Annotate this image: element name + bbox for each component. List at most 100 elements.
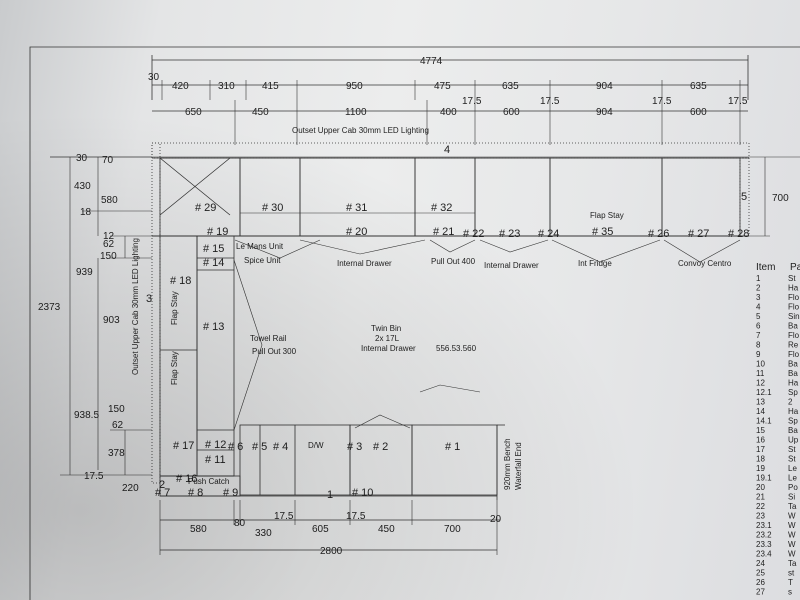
note-convoy: Convoy Centro xyxy=(678,259,732,268)
left-tall-outset xyxy=(151,142,161,484)
unit-27: # 27 xyxy=(688,228,709,240)
unit-14: # 14 xyxy=(203,257,224,269)
overall-height-label: 2373 xyxy=(38,302,61,313)
unit-19: # 19 xyxy=(207,226,228,238)
legend-item-part: Ha xyxy=(788,407,799,416)
note-push-catch: Push Catch xyxy=(188,477,229,486)
sheet-border xyxy=(29,46,800,600)
bottom-dim-700: 700 xyxy=(444,524,461,535)
unit-4: # 4 xyxy=(273,441,288,453)
note-le-mans: Le Mans Unit xyxy=(236,242,284,251)
unit-6: # 6 xyxy=(228,441,243,453)
legend-item-number: 23.2 xyxy=(756,531,772,540)
legend-item-part: 2 xyxy=(788,398,793,407)
left-dim-938-5: 938.5 xyxy=(74,410,99,421)
unit-26: # 26 xyxy=(648,228,669,240)
unit-18: # 18 xyxy=(170,275,191,287)
cabinet-29 xyxy=(159,157,241,237)
legend-item-part: st xyxy=(788,569,795,578)
left-dim-18: 18 xyxy=(80,207,92,218)
legend-item-part: St xyxy=(788,445,796,454)
left-dim-70: 70 xyxy=(102,155,114,166)
top-dim-635b: 635 xyxy=(690,81,707,92)
legend-item-number: 17 xyxy=(756,445,765,454)
note-twin-bin-1: Twin Bin xyxy=(371,324,401,333)
legend-item-number: 19 xyxy=(756,464,765,473)
legend-item-part: Sin xyxy=(788,312,800,321)
bottom-dim-580: 580 xyxy=(190,524,207,535)
left-dim-903: 903 xyxy=(103,315,120,326)
left-dim-378: 378 xyxy=(108,448,125,459)
legend-item-part: Le xyxy=(788,474,797,483)
unit-9: # 9 xyxy=(223,487,238,499)
note-dw: D/W xyxy=(308,441,324,450)
legend-item-number: 2 xyxy=(756,284,761,293)
legend-item-number: 15 xyxy=(756,426,765,435)
legend-item-number: 23 xyxy=(756,512,765,521)
top-dim-475: 475 xyxy=(434,81,451,92)
note-twin-bin-2: 2x 17L xyxy=(375,334,400,343)
legend-item-number: 12 xyxy=(756,379,765,388)
unit-30: # 30 xyxy=(262,202,283,214)
top-gap-175a: 17.5 xyxy=(462,96,482,107)
legend-item-part: Po xyxy=(788,483,798,492)
unit-3: # 3 xyxy=(347,441,362,453)
left-dim-430: 430 xyxy=(74,181,91,192)
note-pull-out-300: Pull Out 300 xyxy=(252,347,297,356)
legend-header-part: Pa xyxy=(790,262,800,273)
legend-item-number: 23.1 xyxy=(756,521,772,530)
legend-item-part: s xyxy=(788,588,792,597)
legend-item-number: 25 xyxy=(756,569,765,578)
bottom-dim-220: 220 xyxy=(122,483,139,494)
overall-width-label: 4774 xyxy=(420,56,443,67)
legend-item-number: 23.4 xyxy=(756,550,772,559)
legend-item-part: W xyxy=(788,550,796,559)
left-dim-62b: 62 xyxy=(112,420,124,431)
note-internal-drawer-2: Internal Drawer xyxy=(484,261,539,270)
legend-item-number: 6 xyxy=(756,322,761,331)
legend-item-part: Ta xyxy=(788,502,797,511)
unit-13: # 13 xyxy=(203,321,224,333)
legend-item-part: Ba xyxy=(788,369,798,378)
legend-item-number: 19.1 xyxy=(756,474,772,483)
top-dim-415: 415 xyxy=(262,81,279,92)
unit-10: # 10 xyxy=(352,487,373,499)
note-flap-stay-2: Flap Stay xyxy=(170,351,179,385)
unit-17: # 17 xyxy=(173,440,194,452)
right-dim-700: 700 xyxy=(772,193,789,204)
legend-item-part: W xyxy=(788,540,796,549)
unit-21: # 21 xyxy=(433,226,454,238)
unit-7: # 7 xyxy=(155,487,170,499)
top-dim-1100: 1100 xyxy=(345,107,367,118)
note-towel-rail: Towel Rail xyxy=(250,334,287,343)
top-dim-310: 310 xyxy=(218,81,235,92)
left-dim-12: 12 xyxy=(103,231,115,242)
legend-item-part: Flo xyxy=(788,303,800,312)
top-dim-600b: 600 xyxy=(690,107,707,118)
top-dim-635a: 635 xyxy=(502,81,519,92)
top-gap-175c: 17.5 xyxy=(652,96,672,107)
left-dim-150a: 150 xyxy=(100,251,117,262)
unit-23: # 23 xyxy=(499,228,520,240)
legend-item-number: 1 xyxy=(756,274,761,283)
top-dim-600a: 600 xyxy=(503,107,520,118)
note-part-number: 556.53.560 xyxy=(436,344,477,353)
unit-28: # 28 xyxy=(728,228,749,240)
top-gap-30: 30 xyxy=(148,72,160,83)
unit-20: # 20 xyxy=(346,226,367,238)
top-gap-175b: 17.5 xyxy=(540,96,560,107)
legend-item-number: 18 xyxy=(756,455,765,464)
note-flap-stay-1: Flap Stay xyxy=(170,291,179,325)
note-int-fridge: Int Fridge xyxy=(578,259,612,268)
left-dim-62a: 62 xyxy=(103,239,115,250)
top-gap-175d: 17.5 xyxy=(728,96,748,107)
legend-item-part: Flo xyxy=(788,350,800,359)
part-4: 4 xyxy=(444,144,450,156)
legend-item-number: 9 xyxy=(756,350,761,359)
part-1: 1 xyxy=(327,489,333,501)
legend-item-part: T xyxy=(788,578,793,587)
legend-item-number: 13 xyxy=(756,398,765,407)
top-dim-904a: 904 xyxy=(596,81,613,92)
top-dim-400: 400 xyxy=(440,107,457,118)
